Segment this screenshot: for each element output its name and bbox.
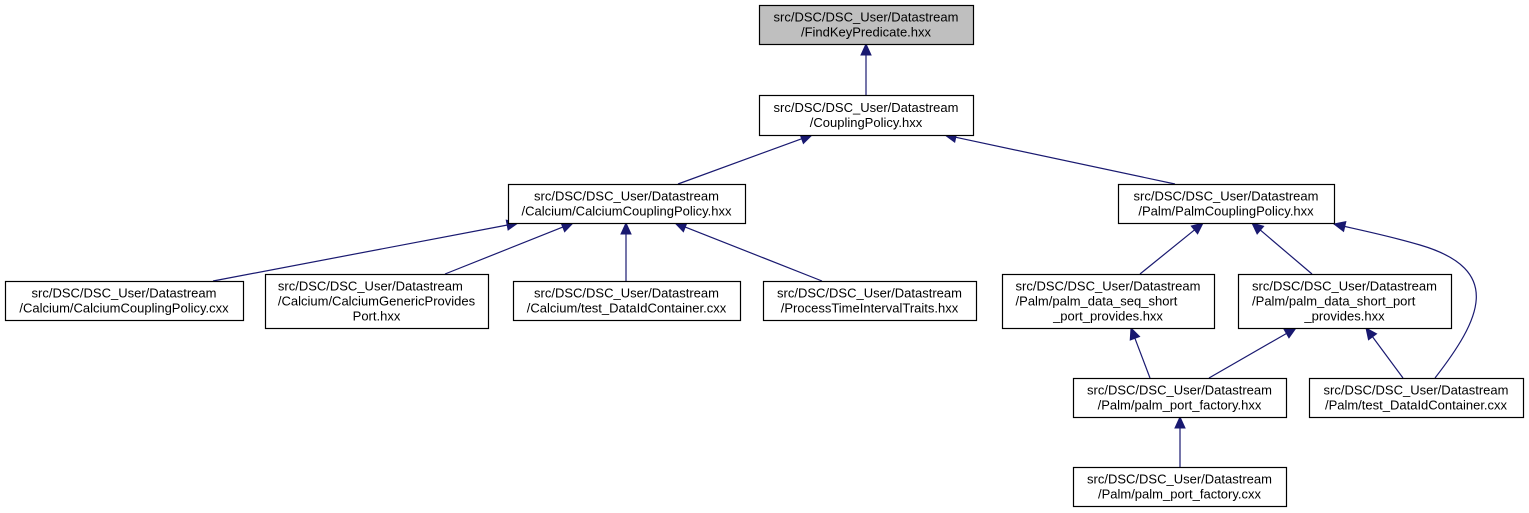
node-box — [1072, 377, 1288, 419]
node-label-line: src/DSC/DSC_User/Datastream — [1016, 279, 1201, 294]
edge-palm_dsp-to-palm_cp_hxx — [1251, 222, 1313, 275]
node-label-line: src/DSC/DSC_User/Datastream — [278, 279, 463, 294]
edge-calcium_test-to-calcium_cp_hxx — [620, 221, 632, 281]
edge-line — [1333, 223, 1477, 379]
edge-line — [1371, 335, 1404, 379]
arrow-head-icon — [1332, 220, 1347, 233]
edge-line — [1259, 229, 1313, 275]
node-label-line: src/DSC/DSC_User/Datastream — [32, 286, 217, 301]
node-label-line: /FindKeyPredicate.hxx — [801, 25, 932, 40]
node-findkey: src/DSC/DSC_User/Datastream/FindKeyPredi… — [758, 4, 975, 46]
edge-line — [1208, 332, 1288, 379]
edge-palm_cp_hxx-to-coupling — [943, 131, 1176, 185]
node-label-line: /Calcium/CalciumGenericProvides — [278, 294, 476, 309]
edge-line — [444, 226, 564, 275]
edge-palm_test-to-palm_cp_hxx — [1332, 220, 1477, 379]
node-label-line: /Palm/palm_data_short_port — [1252, 294, 1416, 309]
node-label-line: _port_provides.hxx — [1052, 309, 1163, 324]
node-box — [1001, 273, 1216, 330]
node-label-line: /Calcium/test_DataIdContainer.cxx — [527, 301, 727, 316]
node-calcium-cp-cxx[interactable]: src/DSC/DSC_User/Datastream/Calcium/Calc… — [4, 280, 245, 322]
node-label-line: src/DSC/DSC_User/Datastream — [774, 10, 959, 25]
node-box — [758, 94, 975, 137]
edge-line — [212, 224, 509, 282]
node-label-line: /Calcium/CalciumCouplingPolicy.cxx — [19, 301, 229, 316]
node-palm-test[interactable]: src/DSC/DSC_User/Datastream/Palm/test_Da… — [1308, 377, 1525, 419]
arrow-head-icon — [1129, 326, 1141, 341]
edge-calcium_gpp-to-calcium_cp_hxx — [444, 221, 575, 275]
edge-calcium_cp_hxx-to-coupling — [677, 133, 814, 185]
node-box — [1308, 377, 1525, 419]
node-box — [264, 273, 490, 330]
node-label-line: Port.hxx — [353, 309, 401, 324]
node-label-line: src/DSC/DSC_User/Datastream — [534, 189, 719, 204]
node-box — [1237, 273, 1453, 330]
edge-line — [677, 137, 803, 185]
node-label-line: src/DSC/DSC_User/Datastream — [1134, 189, 1319, 204]
node-coupling[interactable]: src/DSC/DSC_User/Datastream/CouplingPoli… — [758, 94, 975, 137]
arrow-head-icon — [1190, 222, 1204, 235]
edge-line — [1133, 337, 1151, 379]
arrow-head-icon — [1365, 327, 1378, 341]
edge-coupling-to-findkey — [860, 42, 872, 95]
node-calcium-test[interactable]: src/DSC/DSC_User/Datastream/Calcium/test… — [512, 280, 742, 322]
edge-palm_pf_cxx-to-palm_pf_hxx — [1174, 415, 1186, 467]
node-box — [1117, 183, 1336, 225]
edge-palm_test-to-palm_dsp — [1365, 327, 1404, 379]
node-label-line: /CouplingPolicy.hxx — [810, 115, 923, 130]
node-label-line: /Palm/test_DataIdContainer.cxx — [1325, 398, 1508, 413]
node-label-line: /Palm/PalmCouplingPolicy.hxx — [1138, 204, 1314, 219]
node-palm-dssp[interactable]: src/DSC/DSC_User/Datastream/Palm/palm_da… — [1001, 273, 1216, 330]
node-calcium-cp-hxx[interactable]: src/DSC/DSC_User/Datastream/Calcium/Calc… — [507, 183, 747, 225]
nodes-layer: src/DSC/DSC_User/Datastream/FindKeyPredi… — [4, 4, 1525, 508]
node-label-line: _provides.hxx — [1303, 309, 1385, 324]
edge-palm_pf_hxx-to-palm_dsp — [1208, 327, 1298, 379]
node-label-line: /ProcessTimeIntervalTraits.hxx — [781, 301, 959, 316]
node-box — [762, 280, 978, 322]
edge-palm_pf_hxx-to-palm_dssp — [1129, 326, 1151, 379]
edge-palm_dssp-to-palm_cp_hxx — [1139, 222, 1204, 275]
node-label-line: src/DSC/DSC_User/Datastream — [774, 100, 959, 115]
node-label-line: src/DSC/DSC_User/Datastream — [534, 286, 719, 301]
edge-line — [1139, 228, 1196, 275]
node-palm-dsp[interactable]: src/DSC/DSC_User/Datastream/Palm/palm_da… — [1237, 273, 1453, 330]
node-palm-pf-cxx[interactable]: src/DSC/DSC_User/Datastream/Palm/palm_po… — [1072, 466, 1288, 508]
arrow-head-icon — [620, 221, 632, 235]
arrow-head-icon — [1174, 415, 1186, 429]
node-label-line: src/DSC/DSC_User/Datastream — [1087, 383, 1272, 398]
arrow-head-icon — [1283, 327, 1298, 339]
edge-ptit-to-calcium_cp_hxx — [673, 221, 823, 282]
edge-line — [954, 136, 1176, 185]
edge-calcium_cp_cxx-to-calcium_cp_hxx — [212, 219, 520, 282]
node-calcium-gpp[interactable]: src/DSC/DSC_User/Datastream/Calcium/Calc… — [264, 273, 490, 330]
arrow-head-icon — [1251, 222, 1265, 235]
node-box — [1072, 466, 1288, 508]
node-box — [507, 183, 747, 225]
edge-line — [684, 226, 823, 282]
node-label-line: /Palm/palm_port_factory.cxx — [1098, 487, 1262, 502]
node-label-line: /Palm/palm_data_seq_short — [1016, 294, 1178, 309]
node-box — [512, 280, 742, 322]
node-box — [758, 4, 975, 46]
node-label-line: src/DSC/DSC_User/Datastream — [777, 286, 962, 301]
node-label-line: src/DSC/DSC_User/Datastream — [1252, 279, 1437, 294]
node-palm-pf-hxx[interactable]: src/DSC/DSC_User/Datastream/Palm/palm_po… — [1072, 377, 1288, 419]
node-label-line: /Calcium/CalciumCouplingPolicy.hxx — [522, 204, 732, 219]
node-label-line: /Palm/palm_port_factory.hxx — [1098, 398, 1262, 413]
node-ptit[interactable]: src/DSC/DSC_User/Datastream/ProcessTimeI… — [762, 280, 978, 322]
node-label-line: src/DSC/DSC_User/Datastream — [1087, 472, 1272, 487]
arrow-head-icon — [860, 42, 872, 56]
node-palm-cp-hxx[interactable]: src/DSC/DSC_User/Datastream/Palm/PalmCou… — [1117, 183, 1336, 225]
node-box — [4, 280, 245, 322]
node-label-line: src/DSC/DSC_User/Datastream — [1324, 383, 1509, 398]
